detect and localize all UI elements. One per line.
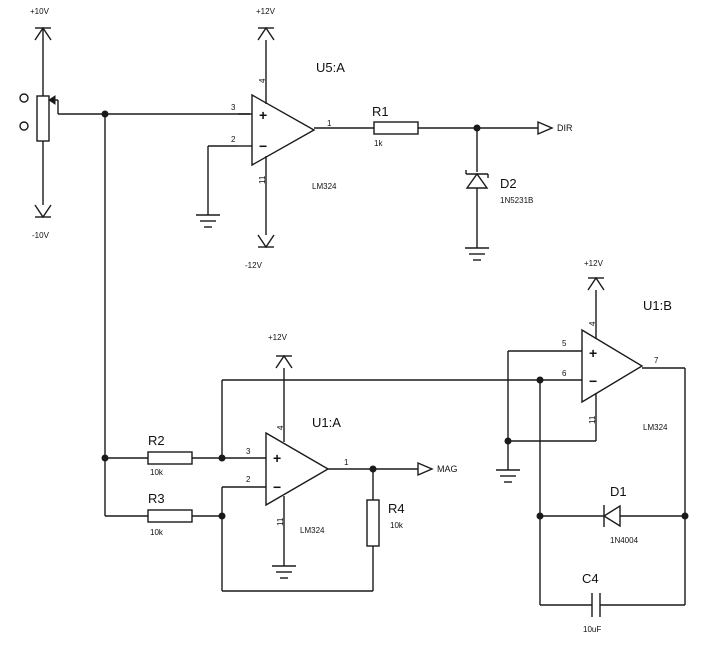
u1a-ref: U1:A [312, 415, 341, 430]
u1a-pin-plus: 3 [246, 447, 251, 456]
r3-ref: R3 [148, 491, 165, 506]
u1a-vcc-label: +12V [268, 333, 288, 342]
u1b-pin-out: 7 [654, 356, 659, 365]
mag-net-port [417, 461, 434, 477]
potentiometer[interactable] [19, 40, 250, 205]
u5a-pin-out: 1 [327, 119, 332, 128]
r4-ref: R4 [388, 501, 405, 516]
u5a-pin-vee: 11 [258, 175, 267, 184]
u5a-plus-sign: + [259, 107, 267, 123]
r4-resistor[interactable] [366, 499, 380, 547]
junction [504, 437, 512, 445]
r1-value: 1k [374, 139, 383, 148]
u1a-vcc-symbol [275, 354, 293, 369]
u1b-plus-sign: + [589, 345, 597, 361]
d2-ground-symbol [465, 247, 489, 261]
u1a-opamp[interactable] [222, 368, 330, 566]
u1b-part: LM324 [643, 423, 668, 432]
r2-value: 10k [150, 468, 164, 477]
r2-ref: R2 [148, 433, 165, 448]
pos10v-supply-symbol [34, 26, 52, 41]
u1b-opamp[interactable] [508, 290, 644, 441]
u1b-pin-plus: 5 [562, 339, 567, 348]
u1b-minus-sign: − [589, 373, 597, 389]
u1a-pin-vee: 11 [276, 517, 285, 526]
c4-capacitor[interactable] [540, 593, 685, 617]
u5a-vee-label: -12V [245, 261, 263, 270]
r3-value: 10k [150, 528, 164, 537]
mag-net-label: MAG [437, 464, 458, 474]
r1-resistor[interactable] [373, 121, 419, 135]
u5a-ground-symbol [196, 214, 220, 228]
neg10v-label: -10V [32, 231, 50, 240]
pos10v-label: +10V [30, 7, 50, 16]
u1b-vcc-symbol [587, 276, 605, 291]
r3-resistor[interactable] [147, 509, 193, 523]
d1-diode[interactable] [540, 504, 685, 528]
neg10v-supply-symbol [34, 204, 52, 219]
u1b-pin-vee: 11 [588, 415, 597, 424]
d1-ref: D1 [610, 484, 627, 499]
u1b-ref: U1:B [643, 298, 672, 313]
u5a-minus-sign: − [259, 138, 267, 154]
d2-zener-diode[interactable] [465, 128, 489, 248]
u1a-pin-minus: 2 [246, 475, 251, 484]
dir-net-port [537, 120, 554, 136]
u1a-plus-sign: + [273, 450, 281, 466]
u1a-part: LM324 [300, 526, 325, 535]
u5a-vcc-symbol [257, 26, 275, 41]
r2-resistor[interactable] [147, 451, 193, 465]
u5a-vcc-label: +12V [256, 7, 276, 16]
u1b-pin-minus: 6 [562, 369, 567, 378]
u1b-ground-symbol [496, 469, 520, 483]
u1b-pin-vcc: 4 [588, 321, 597, 326]
u5a-pin-vcc: 4 [258, 78, 267, 83]
c4-value: 10uF [583, 625, 601, 634]
u5a-pin-minus: 2 [231, 135, 236, 144]
u1a-minus-sign: − [273, 479, 281, 495]
d1-part: 1N4004 [610, 536, 639, 545]
u5a-pin-plus: 3 [231, 103, 236, 112]
u1a-pin-out: 1 [344, 458, 349, 467]
d2-part: 1N5231B [500, 196, 533, 205]
d2-ref: D2 [500, 176, 517, 191]
u1a-pin-vcc: 4 [276, 425, 285, 430]
r1-ref: R1 [372, 104, 389, 119]
dir-net-label: DIR [557, 123, 573, 133]
u1a-ground-symbol [272, 565, 296, 579]
u5a-part: LM324 [312, 182, 337, 191]
u5a-opamp[interactable] [238, 40, 316, 235]
r4-value: 10k [390, 521, 404, 530]
u1b-vcc-label: +12V [584, 259, 604, 268]
c4-ref: C4 [582, 571, 599, 586]
u5a-vee-symbol [257, 234, 275, 249]
u5a-ref: U5:A [316, 60, 345, 75]
